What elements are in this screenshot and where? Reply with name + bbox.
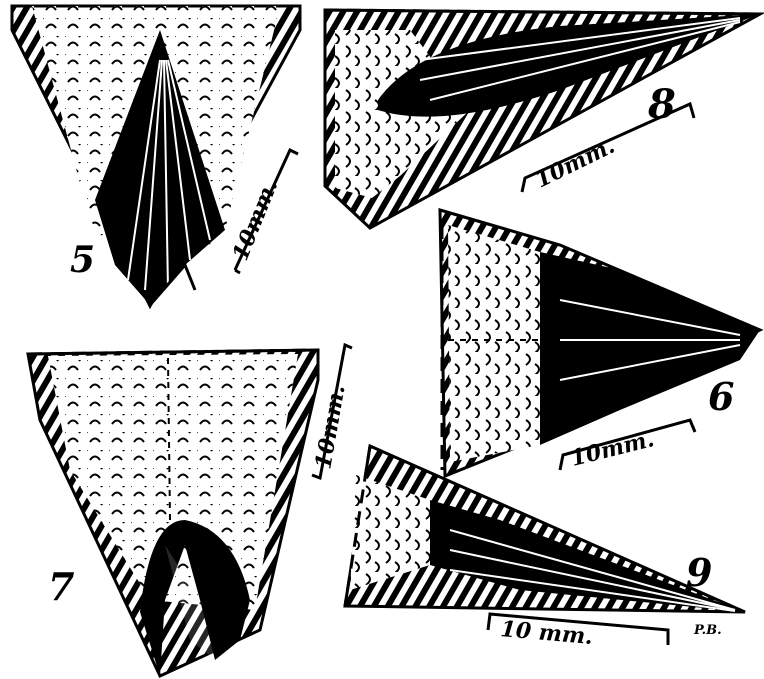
figure-5: 10mm. 5 <box>12 6 300 306</box>
scale-label-5: 10mm. <box>227 176 283 264</box>
figure-number-9: 9 <box>686 550 712 595</box>
scale-label-8: 10mm. <box>531 133 619 194</box>
figure-8: 10mm. 8 <box>325 10 760 228</box>
figure-number-8: 8 <box>647 81 676 128</box>
artist-signature: P.B. <box>693 623 722 638</box>
figure-6: 10mm. 6 <box>440 210 760 476</box>
scale-label-6: 10mm. <box>568 426 657 472</box>
figure-9: 10 mm. 9 P.B. <box>345 446 745 650</box>
figure-7: 10mm. 7 <box>28 345 352 676</box>
figure-number-6: 6 <box>708 374 734 419</box>
figure-number-5: 5 <box>70 239 95 281</box>
scale-label-7: 10mm. <box>310 383 350 471</box>
figure-number-7: 7 <box>48 564 74 609</box>
